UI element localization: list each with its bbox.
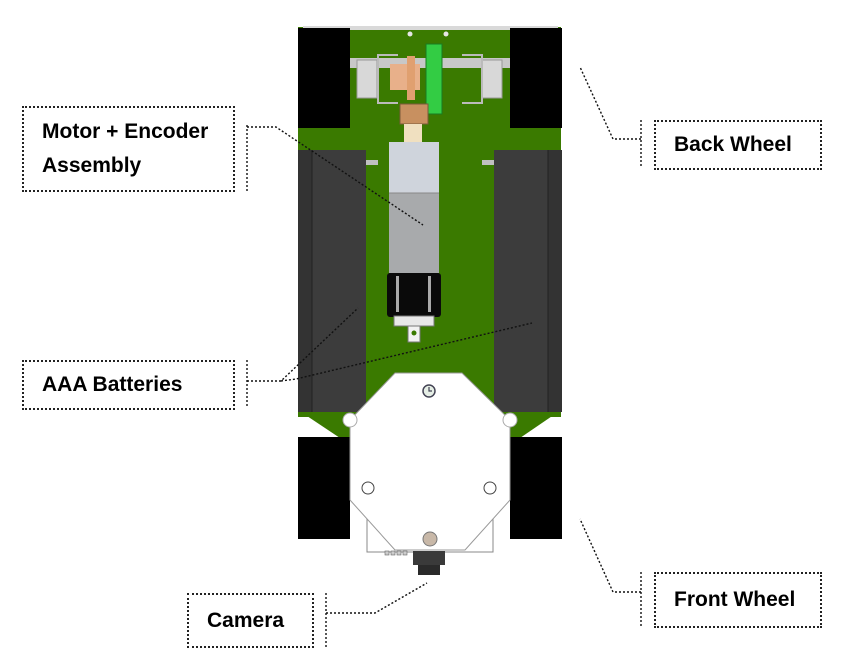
camera: [384, 550, 445, 575]
label-front-wheel: Front Wheel: [654, 572, 822, 628]
label-back-wheel: Back Wheel: [654, 120, 822, 170]
mount-hole: [407, 31, 413, 37]
leader-front-wheel: [579, 518, 641, 593]
battery-pack-left: [298, 150, 366, 412]
battery-pack-right: [494, 150, 562, 412]
label-motor-encoder-line1: Motor + Encoder: [42, 120, 209, 143]
encoder: [387, 273, 441, 343]
motor: [389, 124, 439, 273]
leader-motor-encoder: [247, 126, 424, 226]
front-wheel-right: [510, 437, 562, 539]
label-camera: Camera: [187, 593, 314, 648]
pinion-gear: [399, 103, 429, 125]
spur-gear: [425, 43, 443, 115]
label-camera-text: Camera: [207, 608, 285, 632]
label-aaa-batteries: AAA Batteries: [22, 360, 235, 410]
leader-batteries-right: [280, 322, 533, 382]
leader-camera: [326, 582, 428, 614]
label-front-wheel-text: Front Wheel: [674, 588, 796, 611]
label-motor-encoder-assembly: Motor + Encoder Assembly: [22, 106, 235, 192]
leader-back-wheel: [579, 66, 641, 140]
back-wheel-right: [510, 28, 562, 128]
label-back-wheel-text: Back Wheel: [674, 133, 792, 156]
camera-mount: [342, 372, 518, 553]
front-wheel-left: [298, 437, 350, 539]
label-motor-encoder-line2: Assembly: [42, 154, 142, 177]
mount-hole: [443, 31, 449, 37]
label-aaa-batteries-text: AAA Batteries: [42, 373, 183, 396]
back-wheel-left: [298, 28, 350, 128]
